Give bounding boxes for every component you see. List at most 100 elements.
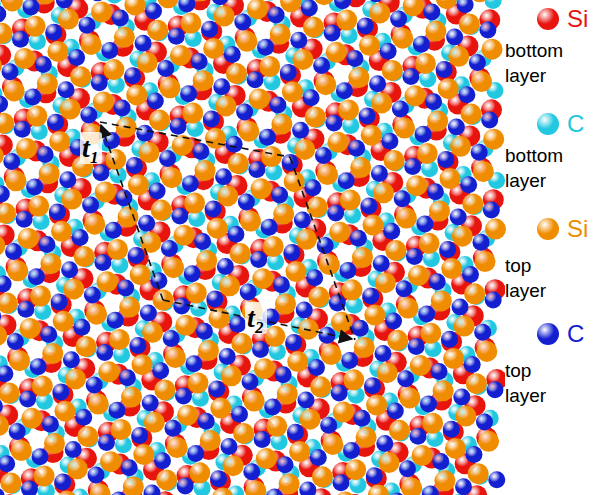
atom	[350, 230, 367, 247]
atom	[280, 0, 301, 12]
atom	[16, 138, 37, 159]
atom	[268, 7, 285, 24]
atom	[138, 215, 155, 232]
atom	[144, 412, 165, 433]
atom	[119, 297, 140, 318]
atom	[364, 377, 381, 394]
vector-label: t₂	[245, 302, 267, 334]
atom	[363, 215, 384, 236]
atom	[425, 93, 442, 110]
atom	[367, 0, 384, 2]
atom	[177, 405, 198, 426]
atom	[105, 149, 126, 170]
atom	[336, 10, 357, 31]
atom	[112, 10, 129, 27]
atom	[226, 136, 243, 153]
atom	[471, 71, 492, 92]
atom	[231, 406, 248, 423]
atom	[70, 66, 91, 87]
layer-label: top layer	[505, 253, 567, 303]
atom	[292, 49, 313, 70]
atom	[90, 484, 111, 495]
atom	[167, 437, 188, 458]
atom	[198, 413, 215, 430]
atom	[473, 234, 490, 251]
atom	[124, 67, 141, 84]
atom	[161, 167, 182, 188]
atom	[271, 114, 292, 135]
atom	[224, 46, 241, 63]
atom	[236, 104, 253, 121]
atom	[340, 189, 361, 210]
atom	[448, 46, 469, 67]
atom	[191, 53, 208, 70]
atom	[410, 355, 431, 376]
atom	[308, 359, 325, 376]
atom	[103, 59, 124, 80]
atom	[377, 362, 398, 383]
atom	[76, 336, 97, 357]
atom	[165, 420, 182, 437]
atom	[450, 209, 467, 226]
atom	[187, 445, 204, 462]
atom	[124, 0, 145, 15]
atom	[354, 410, 371, 427]
atom	[203, 38, 224, 59]
atom	[280, 64, 297, 81]
atom	[485, 0, 502, 9]
atom	[213, 78, 230, 95]
atom	[107, 239, 128, 260]
atom	[464, 283, 485, 304]
atom	[165, 347, 186, 368]
atom	[299, 481, 316, 495]
atom	[294, 212, 311, 229]
atom	[331, 384, 348, 401]
atom	[210, 398, 231, 419]
atom	[266, 416, 287, 437]
atom	[345, 459, 366, 480]
atom	[469, 0, 490, 2]
atom	[80, 107, 97, 124]
atom	[137, 52, 158, 73]
atom	[238, 193, 255, 210]
atom	[357, 18, 374, 35]
atom	[292, 122, 309, 139]
atom	[254, 358, 275, 379]
atom	[182, 103, 203, 124]
atom	[227, 226, 244, 243]
atom	[328, 132, 349, 153]
atom	[392, 100, 409, 117]
atom	[61, 261, 78, 278]
atom	[468, 463, 489, 484]
atom	[47, 41, 68, 62]
atom	[438, 78, 459, 99]
atom	[17, 301, 34, 318]
atom	[32, 375, 53, 396]
atom	[98, 361, 119, 382]
atom	[419, 233, 440, 254]
atom	[3, 153, 20, 170]
atom	[0, 145, 4, 166]
atom	[385, 240, 406, 261]
atom	[454, 316, 475, 337]
atom	[163, 330, 180, 347]
atom	[265, 326, 286, 347]
atom	[398, 298, 419, 319]
atom	[223, 455, 244, 476]
atom	[284, 171, 305, 192]
atom	[51, 221, 72, 242]
atom	[368, 484, 389, 495]
atom	[56, 491, 77, 495]
atom	[215, 168, 232, 185]
atom	[132, 354, 153, 375]
layer-label: bottom layer	[505, 143, 567, 193]
atom	[326, 42, 347, 63]
atom	[441, 258, 462, 279]
atom	[4, 80, 25, 101]
atom	[188, 372, 209, 393]
atom	[250, 251, 267, 268]
atom	[12, 31, 29, 48]
atom	[171, 208, 188, 225]
atom	[198, 340, 219, 361]
atom	[458, 86, 475, 103]
